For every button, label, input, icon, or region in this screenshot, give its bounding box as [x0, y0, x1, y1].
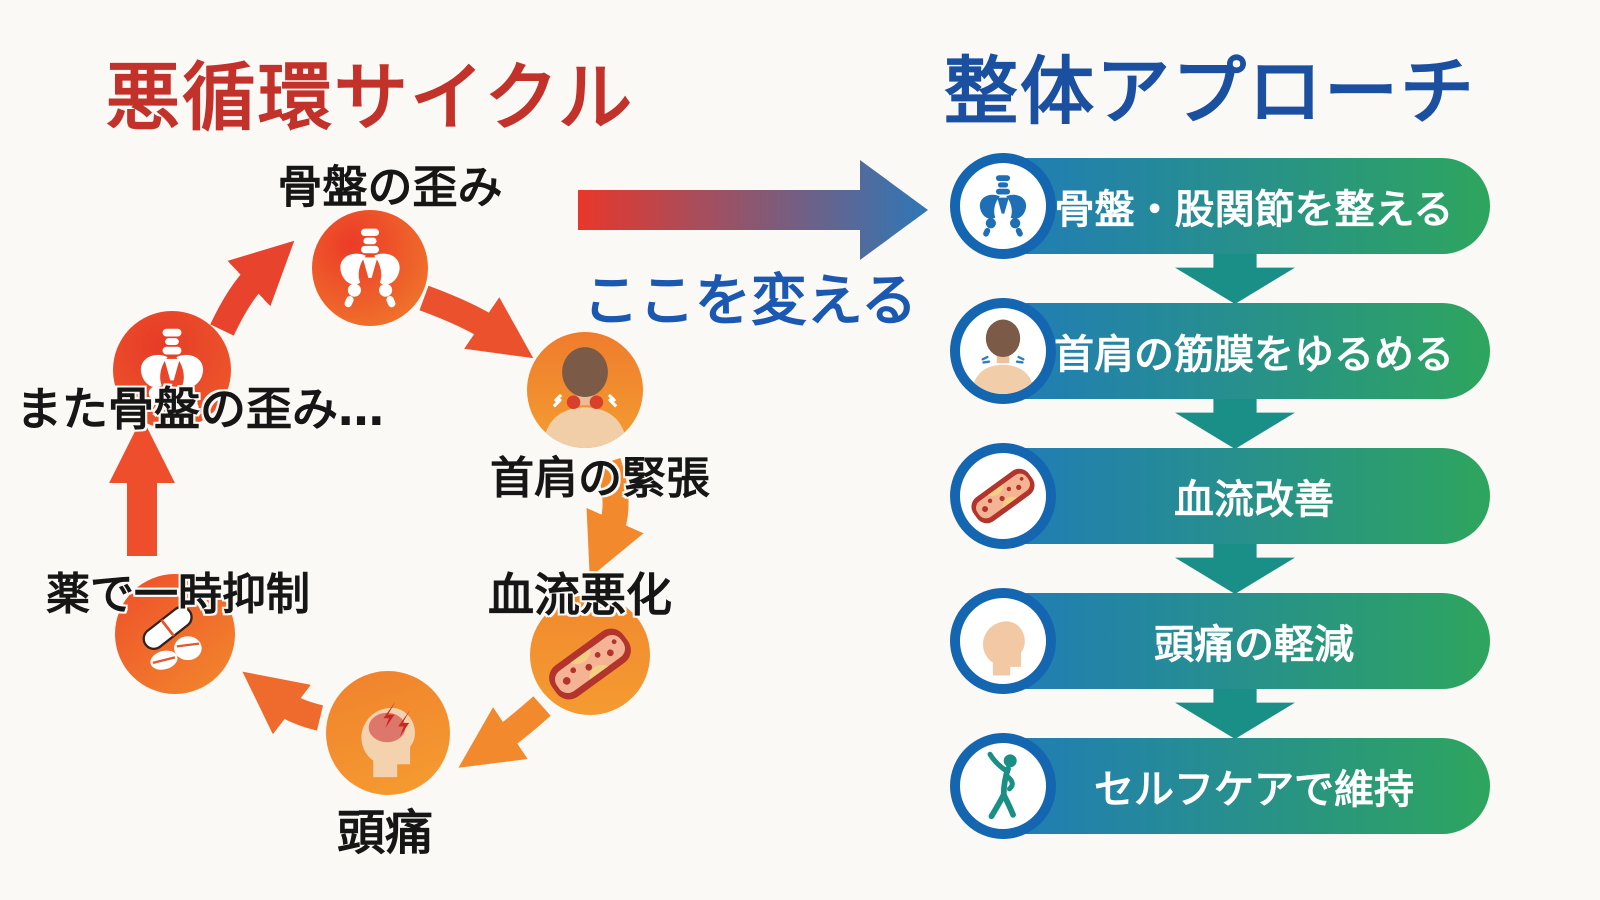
step-align-pelvis-hip: 骨盤・股関節を整える	[950, 153, 1490, 259]
step-label: 首肩の筋膜をゆるめる	[1054, 332, 1454, 378]
blood-vessel-icon	[966, 459, 1040, 533]
label-medicine-suppression: 薬で一時抑制	[46, 569, 310, 620]
step-icon-circle	[950, 733, 1056, 839]
step-icon-circle	[950, 588, 1056, 694]
node-pelvis-distortion	[312, 210, 428, 326]
arrow-pelvis-to-neck	[419, 285, 534, 359]
step-label: セルフケアで維持	[1094, 767, 1414, 813]
step-label: 骨盤・股関節を整える	[1054, 187, 1454, 233]
step-icon-circle	[950, 153, 1056, 259]
arrow-bloodflow-to-headache	[458, 696, 551, 768]
neck-tension-icon	[533, 345, 637, 448]
node-neck-shoulder-tension	[527, 332, 643, 448]
seitai-approach-title: 整体アプローチ	[944, 49, 1476, 135]
headache-brain-icon	[342, 687, 434, 779]
down-arrow-icon	[1175, 542, 1295, 594]
step-icon-circle	[950, 298, 1056, 404]
red-to-blue-transition-arrow	[578, 160, 928, 260]
step-label: 頭痛の軽減	[1154, 622, 1354, 668]
down-arrow-icon	[1175, 252, 1295, 304]
self-care-stretch-icon	[967, 750, 1039, 822]
step-label: 血流改善	[1174, 477, 1334, 523]
step-improve-blood-flow: 血流改善	[950, 443, 1490, 549]
blood-vessel-icon	[542, 616, 638, 712]
vicious-cycle-title: 悪循環サイクル	[105, 55, 635, 141]
down-arrow-icon	[1175, 687, 1295, 739]
pelvis-icon	[971, 174, 1035, 238]
step-maintain-with-self-care: セルフケアで維持	[950, 733, 1490, 839]
node-headache	[326, 671, 450, 795]
change-here-label: ここを変える	[582, 269, 918, 334]
label-headache: 頭痛	[336, 805, 434, 861]
label-neck-shoulder-tension: 首肩の緊張	[490, 453, 710, 504]
neck-relax-icon	[964, 318, 1042, 396]
step-reduce-headache: 頭痛の軽減	[950, 588, 1490, 694]
arrow-headache-to-medicine	[242, 671, 324, 735]
pelvis-icon	[329, 227, 411, 309]
node-blood-flow-worsening	[530, 595, 650, 715]
node-medicine-suppression	[115, 574, 235, 694]
step-loosen-neck-fascia: 首肩の筋膜をゆるめる	[950, 298, 1490, 404]
step-icon-circle	[950, 443, 1056, 549]
head-profile-icon	[967, 605, 1039, 677]
arrow-pelvis-again-to-pelvis	[210, 240, 295, 336]
down-arrow-icon	[1175, 397, 1295, 449]
label-pelvis-distortion: 骨盤の歪み	[277, 160, 503, 214]
label-pelvis-distortion-again: また骨盤の歪み…	[16, 382, 384, 436]
label-blood-flow-worsening: 血流悪化	[488, 568, 672, 622]
